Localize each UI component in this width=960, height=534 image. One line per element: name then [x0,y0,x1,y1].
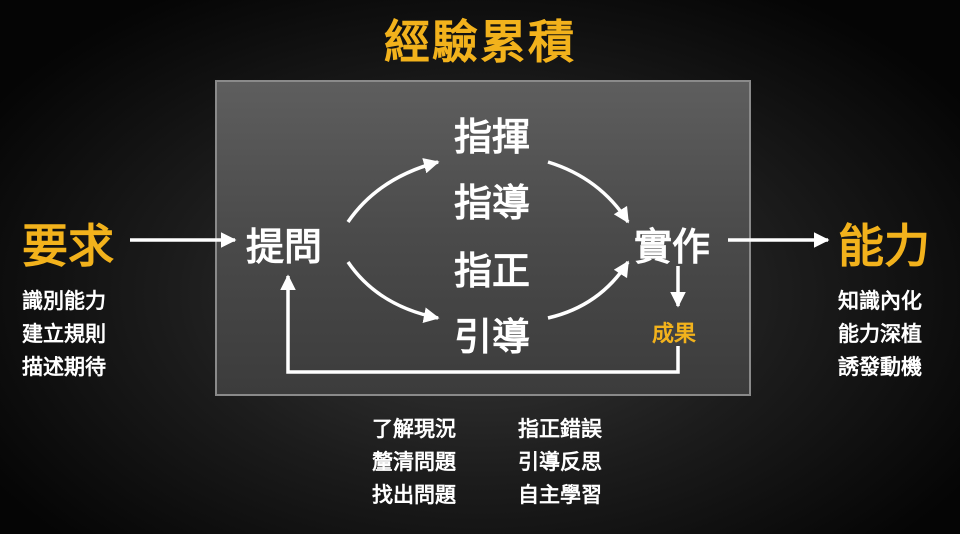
bottom-left-item: 了解現況 [372,416,456,441]
arrow-guide-to-practice [547,260,630,320]
result-node: 成果 [652,321,697,347]
arrow-command-to-practice [547,160,630,224]
method-command: 指揮 [454,114,531,159]
request-list: 識別能力 建立規則 描述期待 [22,284,106,383]
bottom-right-item: 引導反思 [518,449,602,474]
diagram-title: 經驗累積 [384,15,576,69]
question-node: 提問 [246,224,323,269]
request-heading: 要求 [22,219,114,273]
ability-heading: 能力 [838,219,930,273]
request-item: 識別能力 [22,288,106,313]
practice-node: 實作 [634,224,711,269]
method-coach: 指導 [454,180,531,225]
bottom-left-list: 了解現況 釐清問題 找出問題 [372,412,456,511]
bottom-right-item: 指正錯誤 [518,416,602,441]
bottom-left-item: 釐清問題 [372,449,456,474]
ability-list: 知識內化 能力深植 誘發動機 [838,284,922,383]
arrow-question-to-command [346,158,440,223]
bottom-right-item: 自主學習 [518,482,602,507]
arrow-question-to-guide [346,261,440,323]
process-panel [215,80,751,396]
arrow-result-feedback [280,274,680,374]
method-correct: 指正 [454,248,531,293]
ability-item: 知識內化 [838,288,922,313]
ability-item: 誘發動機 [838,354,922,379]
method-guide: 引導 [454,314,531,359]
request-item: 建立規則 [22,321,106,346]
request-item: 描述期待 [22,354,106,379]
ability-item: 能力深植 [838,321,922,346]
bottom-right-list: 指正錯誤 引導反思 自主學習 [518,412,602,511]
bottom-left-item: 找出問題 [372,482,456,507]
